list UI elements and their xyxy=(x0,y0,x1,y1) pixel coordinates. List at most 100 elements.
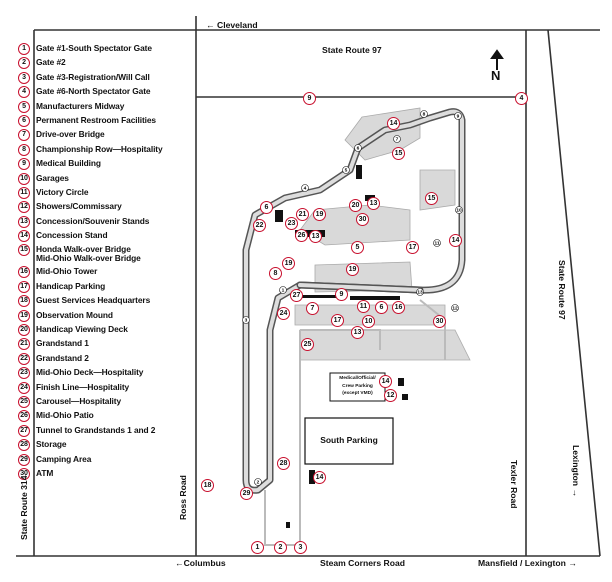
turn-marker: 2 xyxy=(254,478,262,486)
road-label-state-route-97: State Route 97 xyxy=(322,45,382,55)
legend-item: 2 Gate #2 xyxy=(18,57,218,72)
legend-item: 17 Handicap Parking xyxy=(18,280,218,296)
legend-number: 8 xyxy=(18,143,30,156)
turn-marker: 1 xyxy=(279,286,287,294)
legend-label: Storage xyxy=(36,439,67,450)
legend-item: 6 Permanent Restroom Facilities xyxy=(18,114,218,130)
gate-marker: 2 xyxy=(274,541,287,554)
location-marker: 19 xyxy=(346,263,359,276)
location-marker: 10 xyxy=(362,315,375,328)
legend-number: 25 xyxy=(18,395,30,408)
location-marker: 14 xyxy=(313,471,326,484)
road-label-steam-corners: Steam Corners Road xyxy=(320,558,406,568)
legend-label: Handicap Viewing Deck xyxy=(36,324,128,335)
location-marker: 15 xyxy=(425,192,438,205)
legend-number: 24 xyxy=(18,381,30,394)
turn-label: 8 xyxy=(423,112,426,118)
legend-label: Handicap Parking xyxy=(36,280,106,291)
legend-label: Guest Services Headquarters xyxy=(36,295,151,306)
location-marker: 14 xyxy=(379,375,392,388)
legend-number: 7 xyxy=(18,129,30,142)
legend-label: Gate #2 xyxy=(36,57,66,68)
legend-number: 9 xyxy=(18,158,30,171)
turn-label: 12 xyxy=(452,306,458,312)
legend-number: 12 xyxy=(18,201,30,214)
south-parking-area xyxy=(304,417,394,465)
road-label-cleveland: ← Cleveland xyxy=(206,20,258,30)
location-marker: 19 xyxy=(313,208,326,221)
road-label-state-route-97-right: State Route 97 xyxy=(557,260,567,320)
legend-label: Finish Line—Hospitality xyxy=(36,381,130,392)
location-marker: 29 xyxy=(240,487,253,500)
legend-label: Medical Building xyxy=(36,158,101,169)
legend-item: 13 Concession/Souvenir Stands xyxy=(18,215,218,231)
location-marker: 13 xyxy=(309,230,322,243)
race-track xyxy=(242,108,466,494)
location-marker: 19 xyxy=(282,257,295,270)
legend-number: 29 xyxy=(18,453,30,466)
location-marker: 7 xyxy=(306,302,319,315)
legend-item: 11 Victory Circle xyxy=(18,186,218,202)
legend-label: Mid-Ohio Patio xyxy=(36,410,94,421)
location-marker: 9 xyxy=(303,92,316,105)
location-marker: 24 xyxy=(277,307,290,320)
legend-label: Drive-over Bridge xyxy=(36,129,105,140)
legend-label: Concession/Souvenir Stands xyxy=(36,215,150,226)
turn-label: 13 xyxy=(417,290,423,296)
turn-label: 3 xyxy=(245,318,248,324)
legend-number: 16 xyxy=(18,266,30,279)
turn-label: 5 xyxy=(345,168,348,174)
legend-number: 14 xyxy=(18,230,30,243)
legend-number: 30 xyxy=(18,467,30,480)
legend-number: 13 xyxy=(18,215,30,228)
legend-item: 16 Mid-Ohio Tower xyxy=(18,266,218,281)
turn-label: 9 xyxy=(457,114,460,120)
legend-label: Permanent Restroom Facilities xyxy=(36,114,156,125)
location-marker: 16 xyxy=(392,301,405,314)
legend-label: Gate #3-Registration/Will Call xyxy=(36,71,150,82)
legend-label: Showers/Commissary xyxy=(36,201,122,212)
south-parking-label: South Parking xyxy=(320,435,378,445)
road-label-lexington: Lexington → xyxy=(571,445,581,498)
legend-number: 2 xyxy=(18,57,30,70)
legend-number: 20 xyxy=(18,324,30,337)
legend-number: 6 xyxy=(18,114,30,127)
location-marker: 11 xyxy=(357,300,370,313)
turn-marker: 3 xyxy=(242,316,250,324)
turn-marker: 11 xyxy=(433,239,441,247)
turn-label: 10 xyxy=(456,208,462,214)
legend-label: Mid-Ohio Deck—Hospitality xyxy=(36,367,144,378)
location-marker: 21 xyxy=(296,208,309,221)
gate-marker: 4 xyxy=(515,92,528,105)
legend-label: Mid-Ohio Tower xyxy=(36,266,98,277)
turn-label: 7 xyxy=(396,137,399,143)
legend-number: 10 xyxy=(18,172,30,185)
legend-label: Gate #1-South Spectator Gate xyxy=(36,43,152,53)
legend-label: Manufacturers Midway xyxy=(36,100,125,111)
legend-number: 17 xyxy=(18,280,30,293)
turn-marker: 12 xyxy=(451,304,459,312)
turn-marker: 13 xyxy=(416,288,424,296)
legend-number: 11 xyxy=(18,186,30,199)
location-marker: 14 xyxy=(387,117,400,130)
road-label-columbus: ←Columbus xyxy=(175,558,226,568)
legend-number: 28 xyxy=(18,439,30,452)
legend-label: Victory Circle xyxy=(36,186,89,197)
legend-item: 12 Showers/Commissary xyxy=(18,201,218,216)
north-arrow-icon xyxy=(490,49,504,70)
location-marker: 20 xyxy=(349,199,362,212)
location-marker: 25 xyxy=(301,338,314,351)
turn-label: 2 xyxy=(257,480,260,486)
gate-marker: 1 xyxy=(251,541,264,554)
turn-label: 4 xyxy=(304,186,307,192)
